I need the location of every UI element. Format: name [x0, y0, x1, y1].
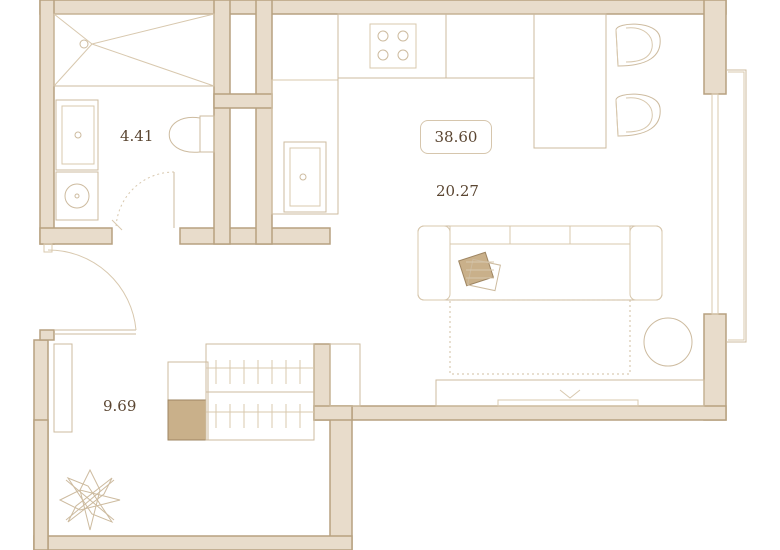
kitchen-counter — [271, 13, 535, 215]
bathroom-sink — [55, 99, 99, 171]
entrance-door — [43, 243, 137, 335]
chair — [615, 93, 661, 137]
compass-rose-icon — [58, 468, 121, 531]
sofa — [417, 225, 663, 301]
living-room-area-label: 20.27 — [436, 182, 479, 200]
wardrobe — [167, 343, 361, 441]
toilet — [168, 115, 215, 153]
shoe-shelf — [53, 343, 73, 433]
shower — [53, 13, 215, 87]
washing-machine — [55, 171, 99, 221]
chair — [615, 23, 661, 67]
total-area-badge: 38.60 — [420, 120, 492, 154]
tv-stand — [435, 379, 705, 407]
cushion-icon — [458, 251, 501, 292]
bathroom-area-label: 4.41 — [120, 127, 154, 145]
kitchen-sink — [283, 141, 327, 213]
walls — [33, 0, 727, 550]
bathroom-door — [111, 171, 175, 231]
rug — [449, 299, 631, 375]
window — [711, 69, 747, 343]
stove-icon — [369, 23, 417, 69]
side-table — [643, 317, 693, 367]
dining-table — [533, 13, 607, 149]
hallway-area-label: 9.69 — [103, 397, 137, 415]
